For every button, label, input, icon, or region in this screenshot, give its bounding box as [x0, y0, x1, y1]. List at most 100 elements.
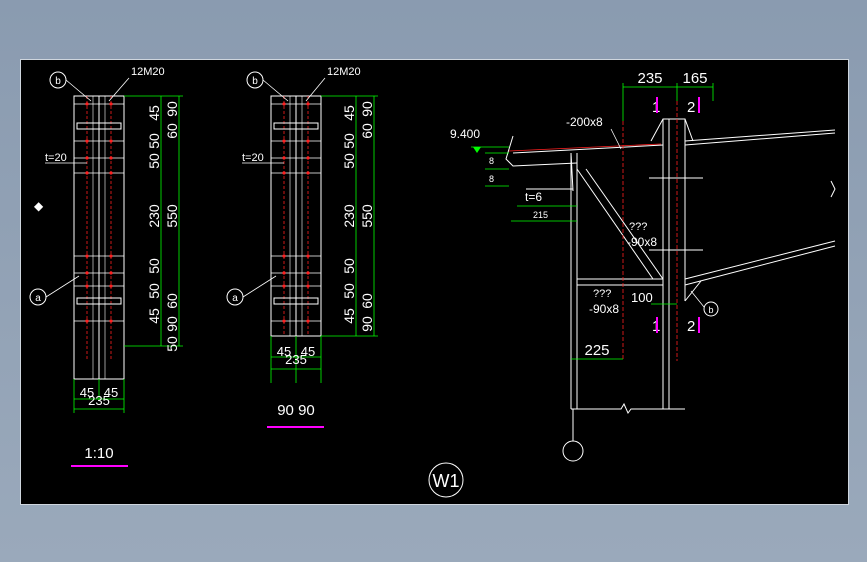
svg-text:45: 45 [341, 308, 357, 324]
svg-text:50: 50 [164, 336, 180, 352]
mid-bolt-hole [282, 156, 286, 160]
elevation-callout-b [703, 301, 719, 317]
mid-bolt-hole [282, 319, 286, 323]
left-width-dim-b: 45 [104, 385, 118, 400]
small-dim-a: 8 [489, 156, 494, 166]
svg-text:50: 50 [146, 133, 162, 149]
drawing-canvas[interactable]: b 12M20 t=20 a ◆ 90 60 550 60 90 [20, 59, 849, 505]
drawing-title: W1 [433, 471, 460, 491]
mid-bolt-hole [306, 156, 310, 160]
left-bolt-hole [109, 156, 113, 160]
svg-text:50: 50 [341, 153, 357, 169]
svg-text:90: 90 [359, 101, 375, 117]
mid-width-total: 235 [285, 352, 307, 367]
stiffener-width: 215 [533, 210, 548, 220]
mid-bolt-hole [306, 271, 310, 275]
qmark-2: ??? [593, 288, 611, 300]
detail-left [73, 95, 125, 380]
level-value: 9.400 [450, 127, 480, 141]
mid-bolt-hole [282, 139, 286, 143]
left-bolt-lines [86, 96, 112, 361]
left-bolt-hole [109, 271, 113, 275]
detail-mid [270, 95, 322, 337]
mid-width-dim-b: 45 [301, 344, 315, 359]
left-scale-label: 1:10 [84, 445, 113, 462]
mid-bolt-hole [282, 271, 286, 275]
svg-text:45: 45 [341, 105, 357, 121]
cad-drawing: b 12M20 t=20 a ◆ 90 60 550 60 90 [29, 66, 836, 498]
svg-text:60: 60 [359, 123, 375, 139]
plate-lower-label: -90x8 [589, 302, 619, 316]
svg-text:50: 50 [341, 283, 357, 299]
mid-bolt-hole [306, 171, 310, 175]
plate-top-label: -200x8 [566, 115, 603, 129]
mid-callout-a-text: a [232, 293, 238, 304]
mid-bolt-lines [283, 96, 309, 336]
left-bolt-hole [109, 171, 113, 175]
left-bolt-hole [109, 139, 113, 143]
svg-text:90: 90 [164, 101, 180, 117]
svg-text:90: 90 [164, 316, 180, 332]
mid-bolt-hole [282, 102, 286, 106]
section-mark-2-top: 2 [687, 99, 695, 116]
plate-diag-label: -90x8 [627, 235, 657, 249]
left-bolt-hole [85, 102, 89, 106]
svg-text:60: 60 [359, 293, 375, 309]
svg-text:60: 60 [164, 293, 180, 309]
elevation-red-axes [508, 101, 678, 361]
left-bolt-hole [85, 156, 89, 160]
mid-bolt-hole [282, 254, 286, 258]
left-width-total: 235 [88, 393, 110, 408]
left-bolt-rows [74, 102, 124, 323]
elevation-callout-b-text: b [708, 305, 713, 315]
mid-bolt-hole [306, 139, 310, 143]
mid-bolt-hole [306, 102, 310, 106]
elevation-structure [505, 118, 836, 462]
elevation-top-dims [471, 83, 714, 360]
dim-235: 235 [637, 70, 662, 87]
mid-dim-lines [321, 95, 378, 337]
left-dim-texts: 90 60 550 60 90 45 50 50 230 50 50 45 50 [146, 101, 180, 352]
svg-text:50: 50 [146, 283, 162, 299]
svg-text:230: 230 [146, 204, 162, 228]
mid-dim-texts: 90 60 550 60 90 45 50 50 230 50 50 45 [341, 101, 375, 332]
left-bolt-hole [85, 319, 89, 323]
mid-width-dims [270, 336, 322, 383]
left-bolt-hole [109, 254, 113, 258]
mid-bolt-hole [306, 319, 310, 323]
qmark-1: ??? [629, 221, 647, 233]
left-width-dims [73, 379, 125, 413]
dim-225: 225 [584, 342, 609, 359]
mid-bolt-rows [271, 102, 321, 323]
left-bolt-hole [109, 284, 113, 288]
left-dim-lines [124, 95, 183, 347]
svg-text:550: 550 [164, 204, 180, 228]
mid-bolt-hole [282, 284, 286, 288]
side-marker: ◆ [34, 199, 44, 213]
left-callout-a-text: a [35, 293, 41, 304]
left-bolt-hole [109, 102, 113, 106]
mid-thickness: t=20 [242, 152, 264, 164]
mid-flanges [273, 122, 319, 305]
left-width-dim-a: 45 [80, 385, 94, 400]
svg-text:45: 45 [146, 308, 162, 324]
dim-165: 165 [682, 70, 707, 87]
mid-callout-b-text: b [252, 76, 258, 87]
level-marker [473, 147, 481, 153]
left-bolt-hole [109, 319, 113, 323]
mid-bolt-hole [306, 284, 310, 288]
section-mark-2-bottom: 2 [687, 318, 695, 335]
svg-text:230: 230 [341, 204, 357, 228]
drawing-title-circle [428, 462, 464, 498]
svg-text:45: 45 [146, 105, 162, 121]
mid-bolt-spec: 12M20 [327, 66, 361, 78]
mid-label: 90 90 [277, 402, 315, 419]
elevation-bolts [649, 177, 703, 251]
svg-text:550: 550 [359, 204, 375, 228]
mid-width-dim-a: 45 [277, 344, 291, 359]
left-flanges [76, 122, 122, 305]
small-dim-b: 8 [489, 174, 494, 184]
stiffener-thickness: t=6 [525, 190, 542, 204]
svg-text:50: 50 [146, 258, 162, 274]
